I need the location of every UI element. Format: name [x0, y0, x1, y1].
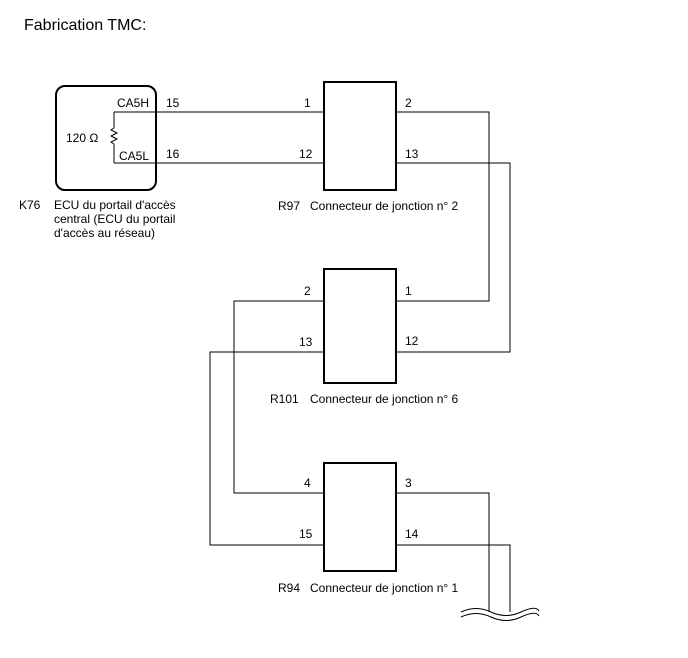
wire-can-l-ecu-to-r101: [114, 162, 511, 353]
wire-can-h-r94-out: [396, 492, 490, 612]
ecu-terminal-h: 15: [166, 96, 180, 110]
ecu-name-line-1: ECU du portail d'accès: [54, 198, 176, 212]
connector-r101: 2 13 1 12 R101 Connecteur de jonction n°…: [270, 268, 459, 406]
ecu-code: K76: [19, 198, 41, 212]
r101-code: R101: [270, 392, 299, 406]
wire-break-mark-lower: [460, 612, 540, 621]
r101-pin-left-top: 2: [304, 284, 311, 298]
wire-break-mark-upper: [460, 607, 540, 616]
connector-r94-box: [323, 462, 397, 572]
ecu-name-line-2: central (ECU du portail: [54, 212, 175, 226]
wires: [114, 111, 540, 621]
r94-name: Connecteur de jonction n° 1: [310, 581, 459, 595]
wire-can-h-r101-to-r94: [233, 300, 324, 494]
manufacturer-title: Fabrication TMC:: [24, 17, 146, 34]
r97-name: Connecteur de jonction n° 2: [310, 199, 459, 213]
connector-r94: 4 15 3 14 R94 Connecteur de jonction n° …: [278, 462, 459, 595]
r97-pin-left-bottom: 12: [299, 147, 313, 161]
r94-pin-left-top: 4: [304, 476, 311, 490]
r101-pin-left-bottom: 13: [299, 335, 313, 349]
connector-r97-box: [323, 81, 397, 191]
r94-pin-right-top: 3: [405, 476, 412, 490]
r101-name: Connecteur de jonction n° 6: [310, 392, 459, 406]
r94-code: R94: [278, 581, 300, 595]
r97-pin-right-bottom: 13: [405, 147, 419, 161]
connector-r97: 1 12 2 13 R97 Connecteur de jonction n° …: [278, 81, 459, 213]
resistor-label: 120 Ω: [66, 131, 98, 145]
ecu-terminal-l: 16: [166, 147, 180, 161]
ecu-pin-can-l: CA5L: [119, 149, 149, 163]
r94-pin-left-bottom: 15: [299, 527, 313, 541]
r101-pin-right-top: 1: [405, 284, 412, 298]
wire-can-l-r101-to-r94: [209, 351, 324, 546]
ecu-pin-can-h: CA5H: [117, 96, 149, 110]
r101-pin-right-bottom: 12: [405, 334, 419, 348]
r97-pin-left-top: 1: [304, 96, 311, 110]
connector-r101-box: [323, 268, 397, 384]
wire-can-l-r94-out: [396, 544, 511, 612]
ecu-name-line-3: d'accès au réseau): [54, 226, 155, 240]
wire-can-h-ecu-to-r101: [114, 111, 490, 302]
r94-pin-right-bottom: 14: [405, 527, 419, 541]
r97-code: R97: [278, 199, 300, 213]
resistor-icon: [109, 127, 119, 145]
r97-pin-right-top: 2: [405, 96, 412, 110]
